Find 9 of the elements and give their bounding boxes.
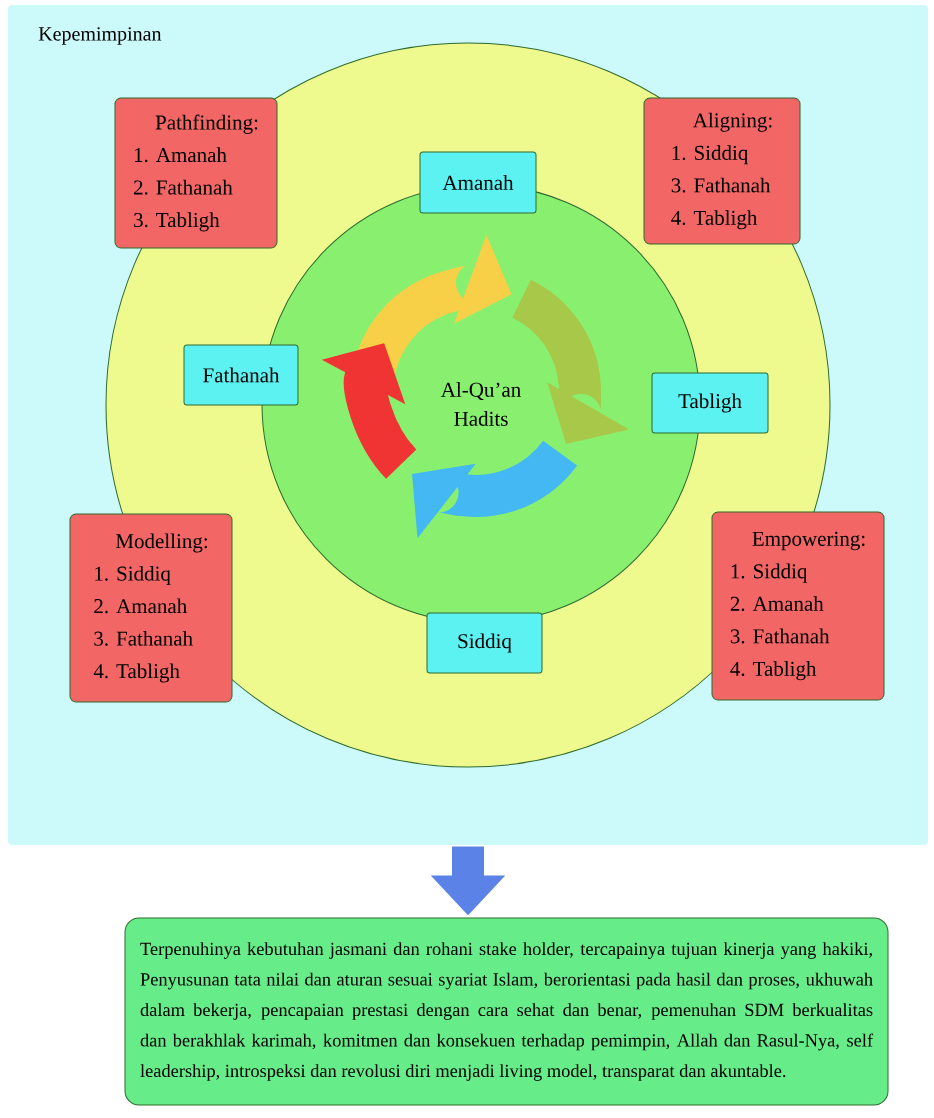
trait-box: Amanah xyxy=(419,151,537,214)
trait-box: Fathanah xyxy=(183,344,299,406)
trait-box: Siddiq xyxy=(426,612,543,674)
principle-box: Aligning: 1. Siddiq 3. Fathanah 4. Tabligh xyxy=(643,97,801,245)
principle-box: Empowering: 1. Siddiq 2. Amanah 3. Fathanah 4. Tabligh xyxy=(711,511,885,701)
trait-box: Tabligh xyxy=(651,372,769,434)
principle-box: Modelling: 1. Siddiq 2. Amanah 3. Fathanah 4. Tabligh xyxy=(69,513,233,703)
outcome-box: Terpenuhinya kebutuhan jasmani dan rohani stake holder, tercapainya tujuan kinerja yang hakiki, Penyusunan tata nilai dan aturan sesuai syariat Islam, berorientasi pada hasil dan proses, ukhuwah dalam bekerja, pencapaian prestasi dengan cara sehat dan benar, pemenuhan SDM berkualitas dan berakhlak karimah, komitmen dan konsekuen terhadap pemimpin, Allah dan Rasul-Nya, self leadership, introspeksi dan revolusi diri menjadi living model, transparat dan akuntable. xyxy=(124,917,889,1106)
principle-box: Pathfinding: 1. Amanah 2. Fathanah 3. Tabligh xyxy=(114,97,278,249)
